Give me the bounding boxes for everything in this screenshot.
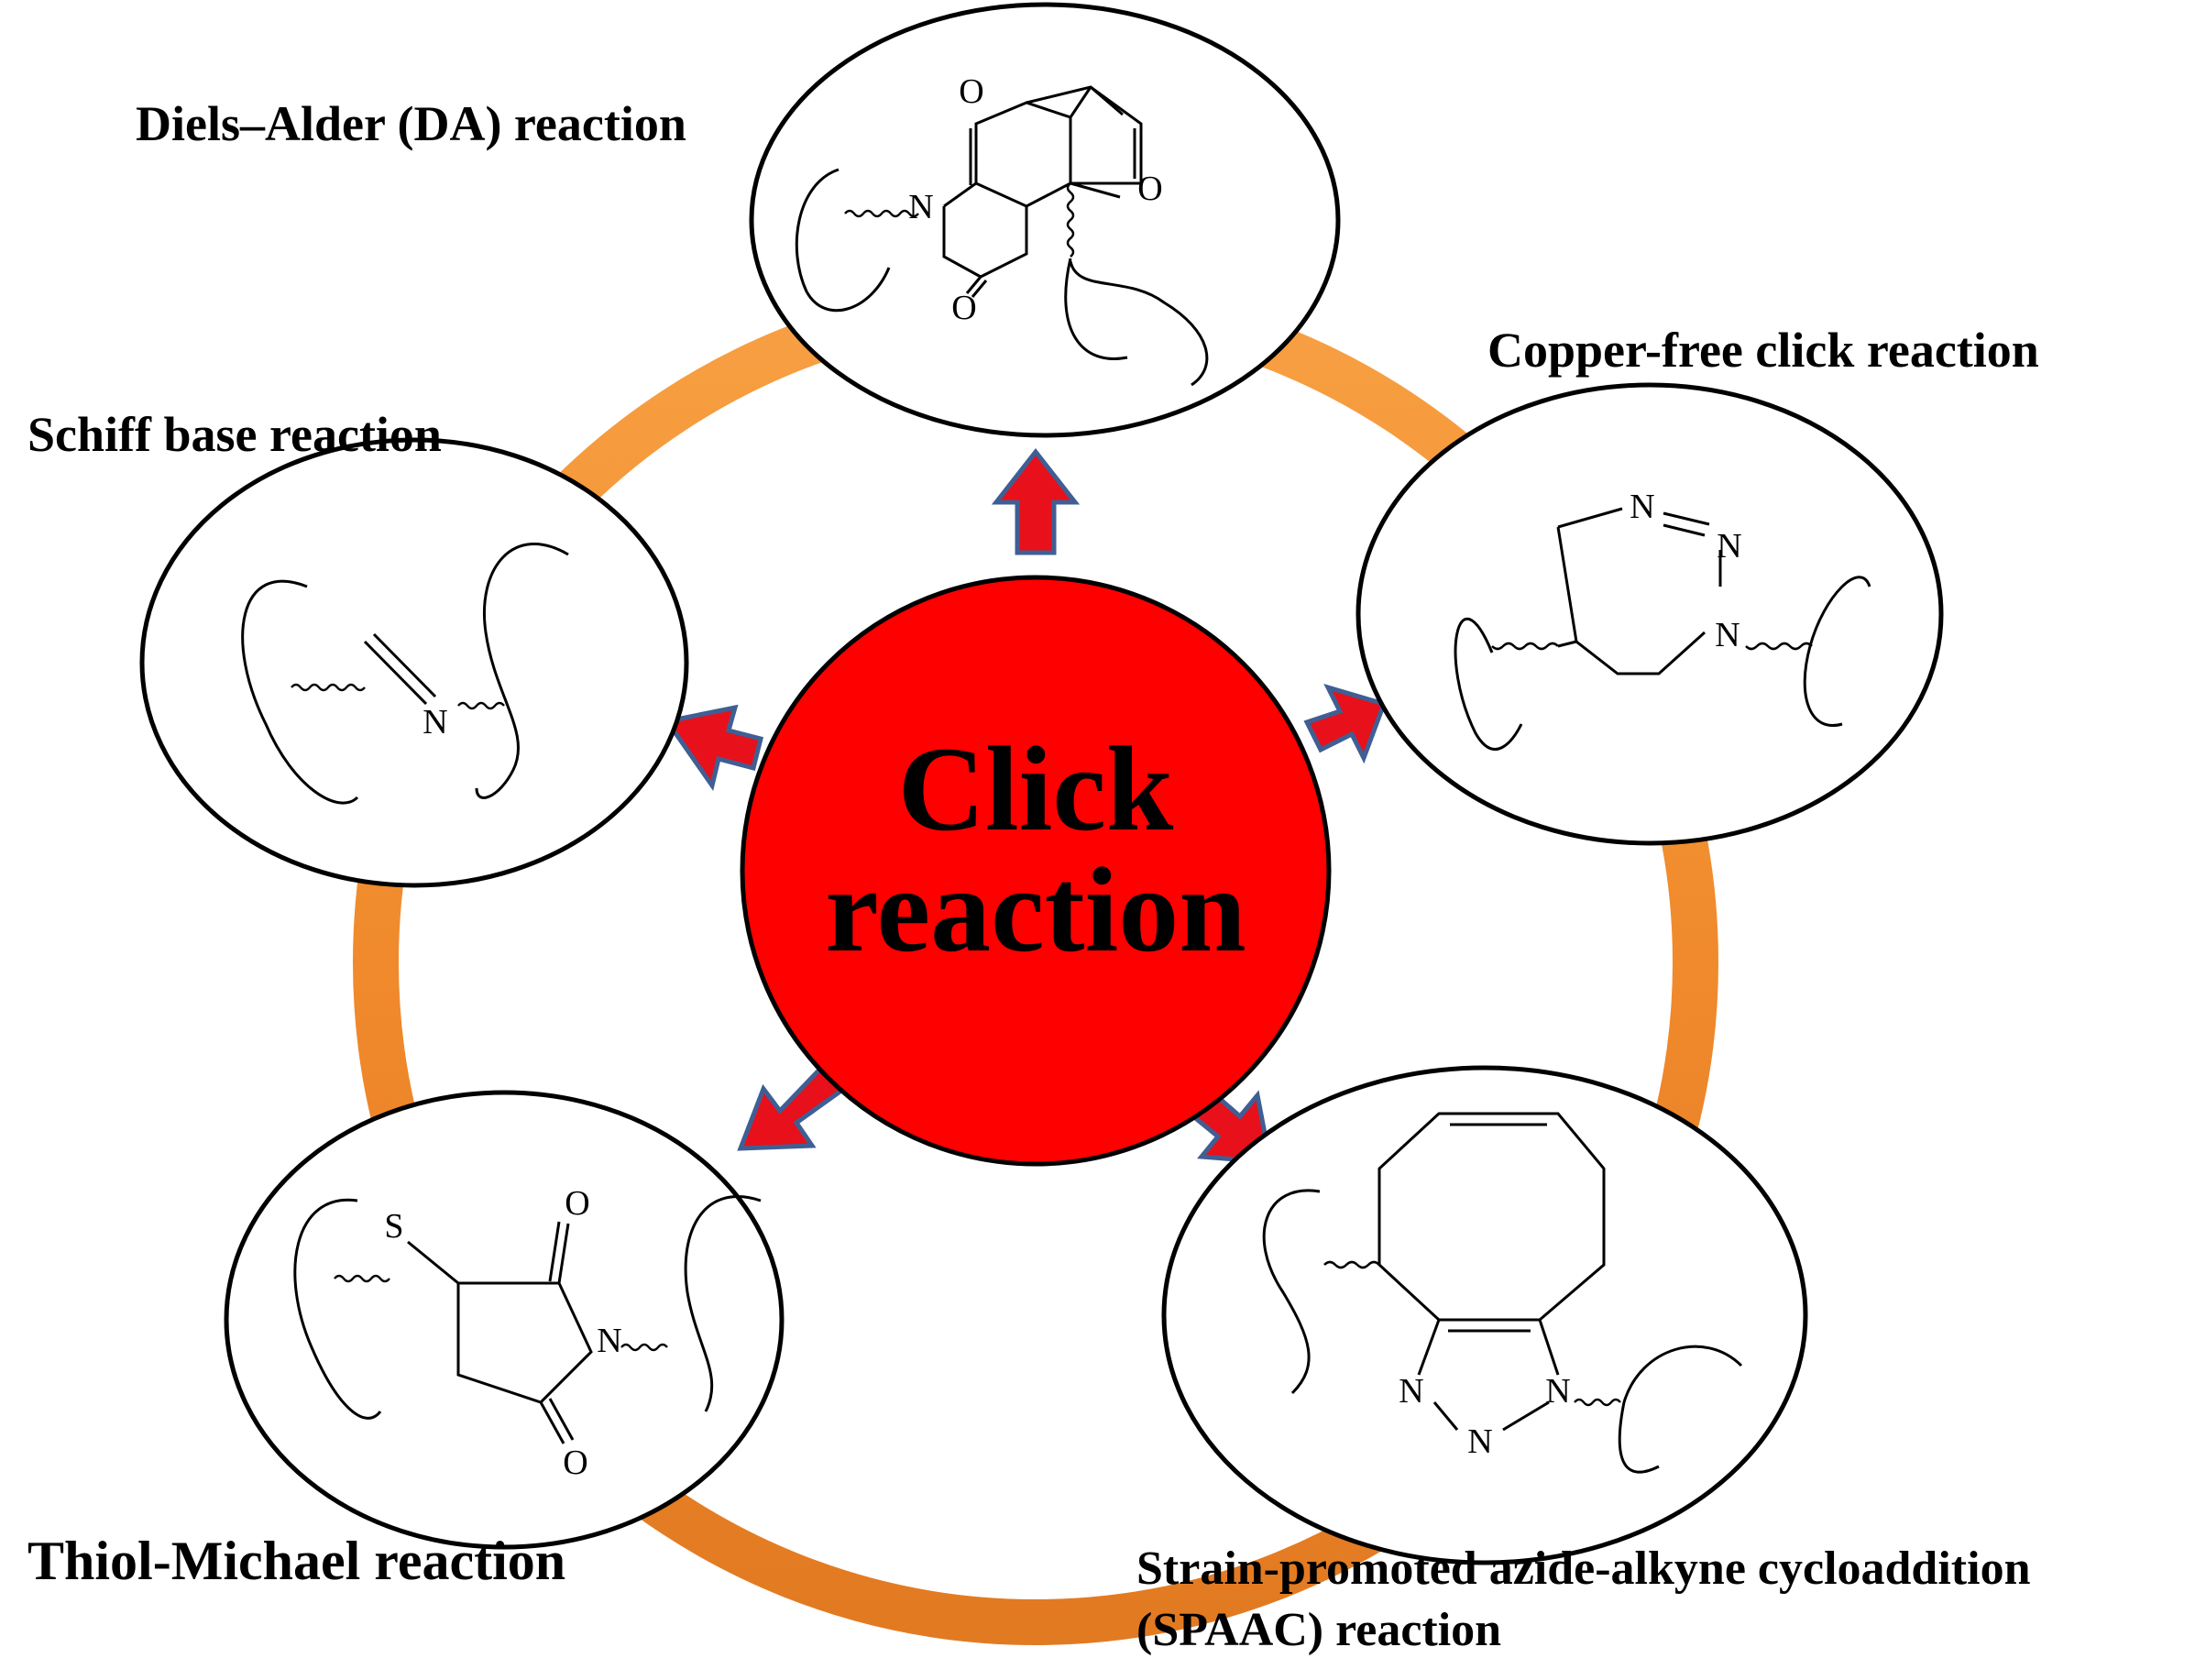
schiff-base-node: N	[139, 437, 689, 888]
schiff-base-label: Schiff base reaction	[27, 407, 442, 462]
diels-alder-atom-o-top: O	[959, 72, 983, 111]
spaac-label-line1: Strain-promoted azide-alkyne cycloadditi…	[1136, 1543, 2031, 1595]
thiol-michael-structure	[293, 1195, 762, 1444]
copper-free-atom-n1: N	[1630, 488, 1654, 526]
thiol-michael-node: S O N O	[224, 1090, 785, 1550]
thiol-michael-label: Thiol-Michael reaction	[27, 1531, 565, 1591]
diels-alder-atom-o-bridge: O	[1137, 170, 1162, 208]
arrow-to-diels-alder	[991, 447, 1081, 555]
spaac-atom-n1: N	[1399, 1372, 1423, 1411]
spaac-atom-n3: N	[1545, 1372, 1570, 1411]
copper-free-node: N N N	[1355, 382, 1944, 846]
arrow-to-thiol-michael	[737, 1062, 845, 1151]
copper-free-atom-n3: N	[1715, 616, 1740, 654]
spaac-structure	[1262, 1112, 1743, 1474]
spaac-label-line2: (SPAAC) reaction	[1136, 1604, 1501, 1656]
arrow-to-copper-free	[1303, 683, 1388, 764]
thiol-michael-atom-n: N	[597, 1322, 621, 1360]
diels-alder-label: Diels–Alder (DA) reaction	[136, 96, 686, 151]
spaac-atom-n2: N	[1467, 1422, 1492, 1461]
arrow-to-schiff-base	[663, 704, 764, 791]
copper-free-atom-n2: N	[1717, 527, 1741, 565]
schiff-base-structure	[241, 543, 569, 805]
center-title-line1: Click	[898, 721, 1174, 856]
thiol-michael-atom-s: S	[384, 1207, 403, 1246]
diels-alder-node: O N O O	[749, 2, 1341, 438]
thiol-michael-atom-o-top: O	[565, 1184, 589, 1223]
thiol-michael-atom-o-bottom: O	[563, 1444, 587, 1482]
center-title-line2: reaction	[825, 842, 1246, 977]
diels-alder-structure	[795, 85, 1209, 387]
click-reaction-center	[740, 575, 1332, 1167]
copper-free-label: Copper-free click reaction	[1487, 323, 2039, 378]
diels-alder-atom-n: N	[908, 188, 933, 226]
diels-alder-atom-o-bottom: O	[951, 289, 976, 327]
copper-free-structure	[1454, 507, 1871, 751]
schiff-base-atom-n: N	[423, 703, 447, 741]
spaac-node: N N N	[1161, 1065, 1808, 1565]
